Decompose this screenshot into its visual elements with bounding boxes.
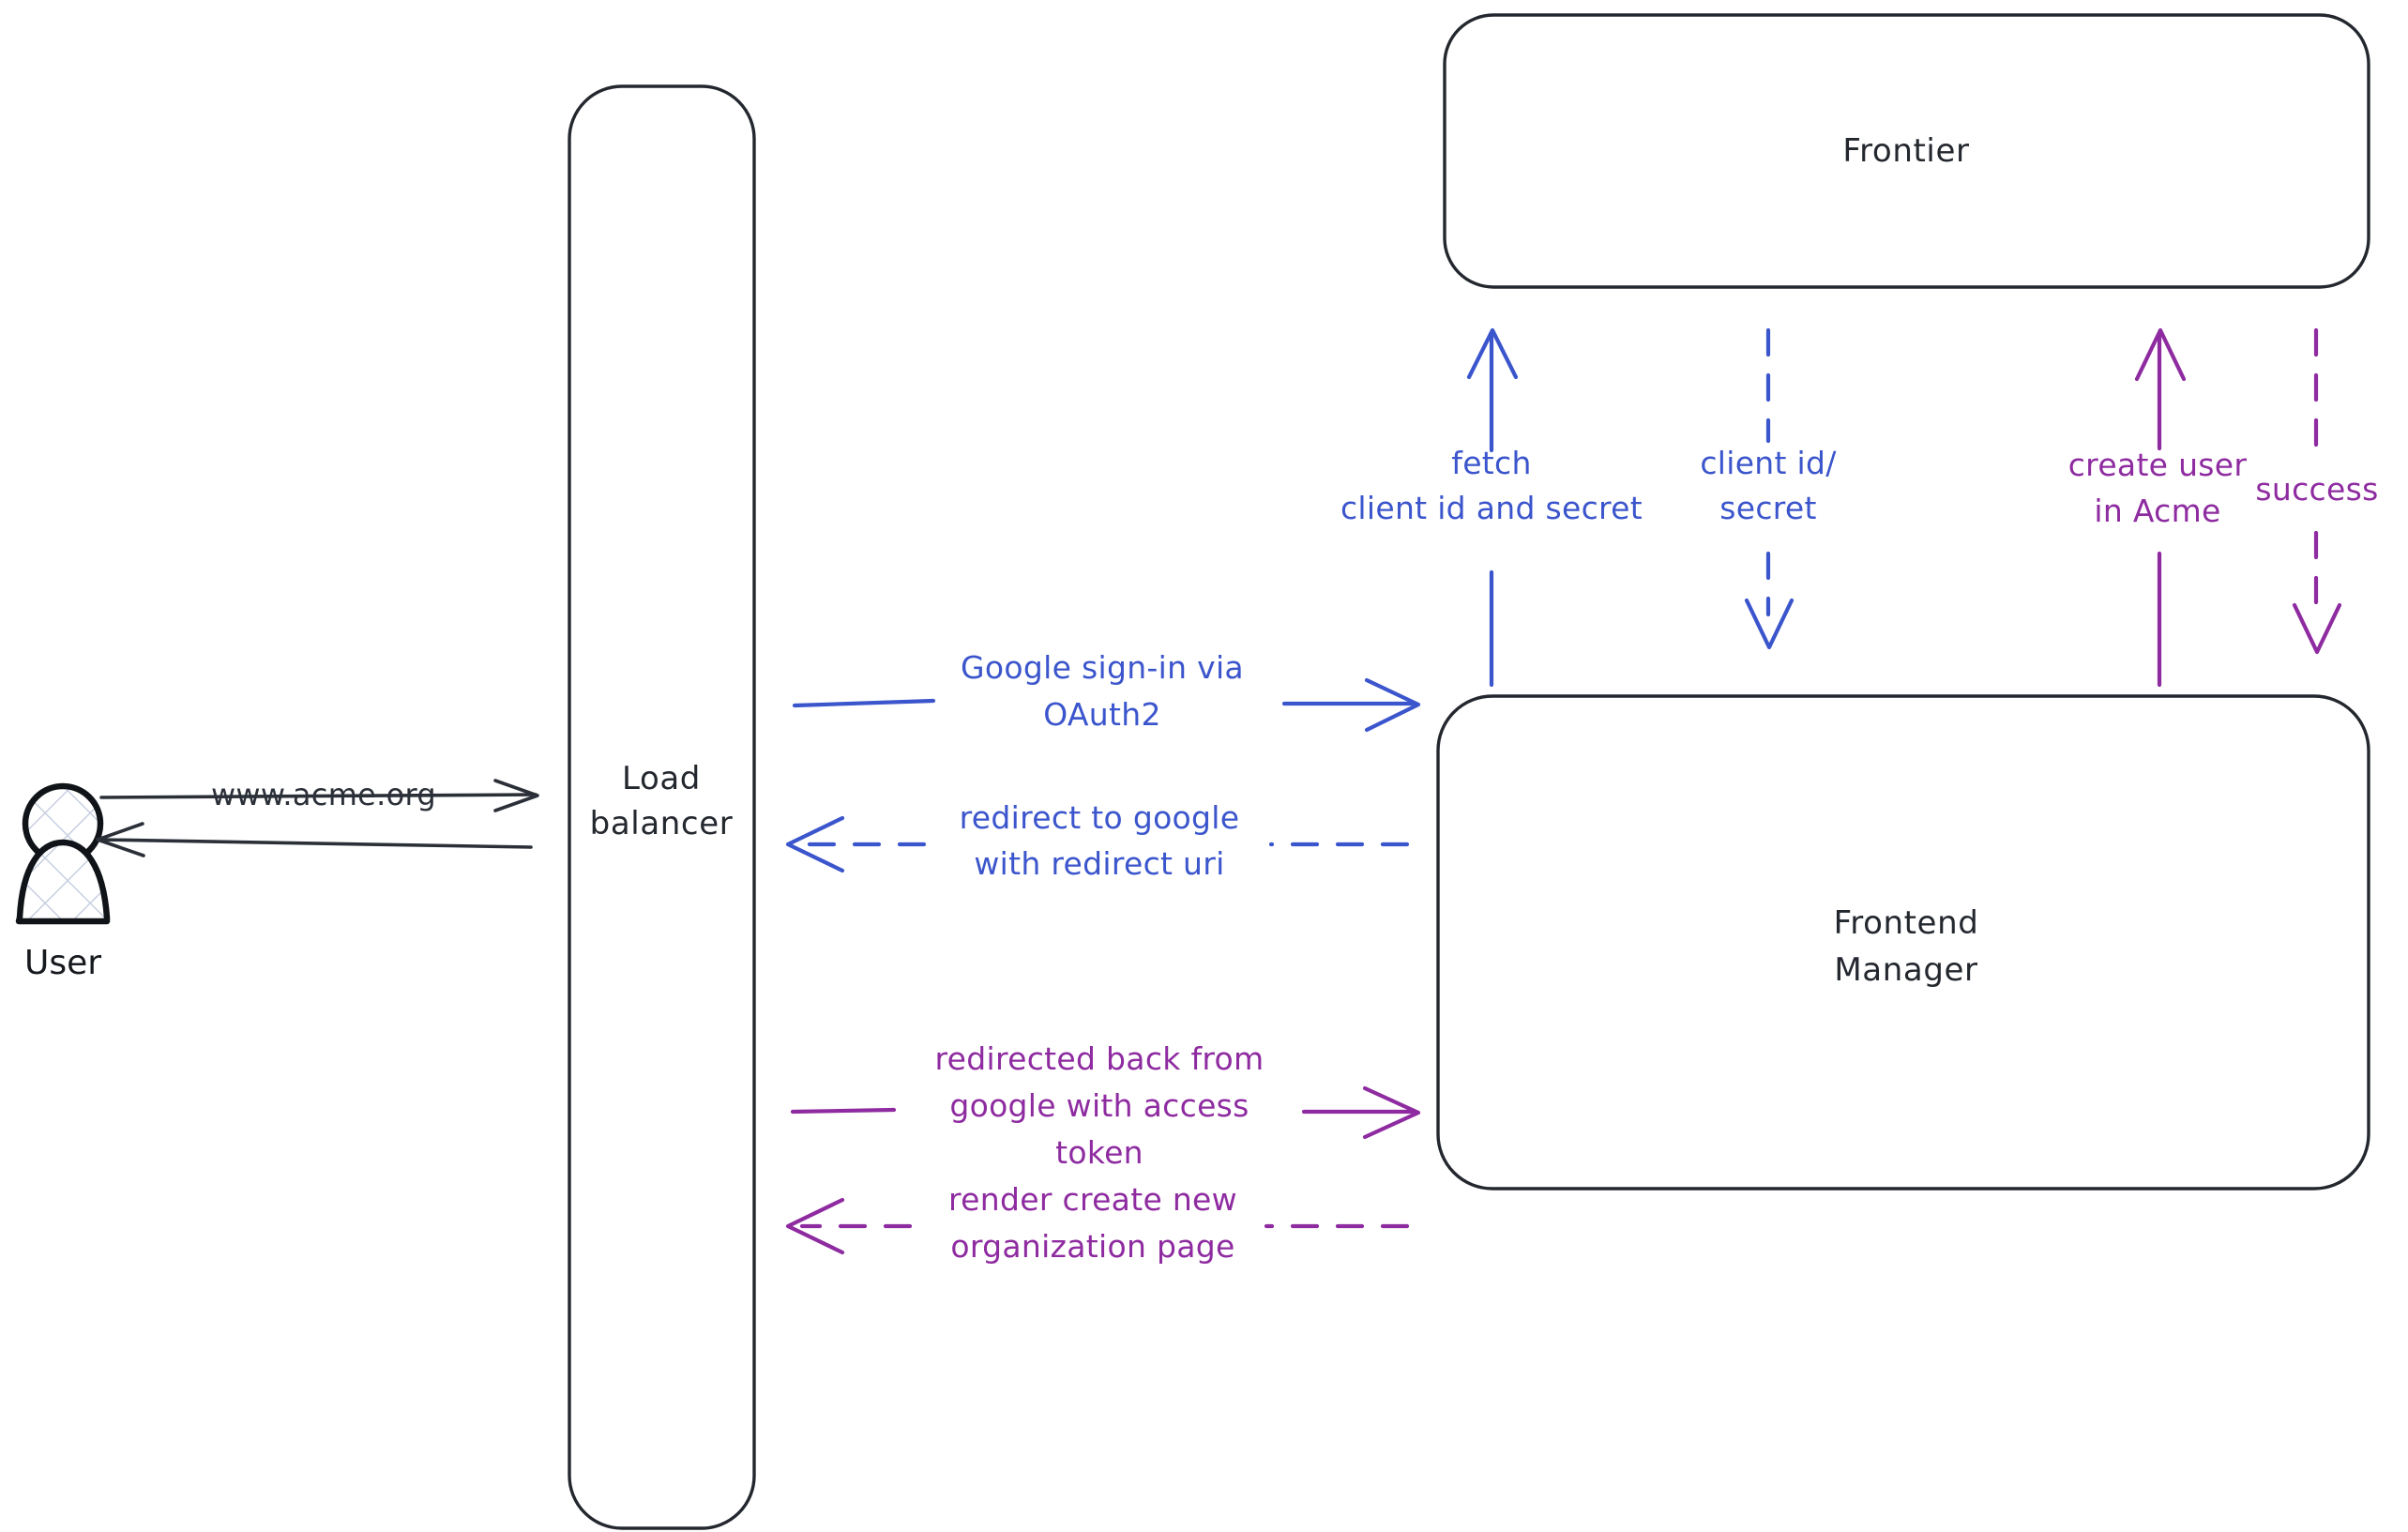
edge-success-arrowhead [2292, 602, 2342, 655]
edge-token-label-line1: redirected back from [935, 1040, 1265, 1077]
edge-fm-to-frontier-fetch: fetch client id and secret [1340, 327, 1643, 688]
edge-create-arrowhead [2134, 327, 2187, 382]
edge-fm-to-frontier-create: create user in Acme [2068, 327, 2248, 688]
edge-user-to-lb: www.acme.org [99, 777, 539, 812]
edge-signin-arrowhead [1364, 677, 1421, 733]
edge-token-line-left [790, 1107, 897, 1115]
edge-lb-to-user-arrowhead [96, 822, 145, 857]
user-body-icon [15, 839, 111, 925]
edge-user-to-lb-arrowhead [493, 779, 539, 812]
edge-create-label-line2: in Acme [2094, 493, 2220, 529]
load-balancer-label-line1: Load [622, 760, 701, 797]
edge-signin-line-left [792, 698, 936, 708]
edge-render-arrowhead [785, 1197, 845, 1255]
edge-creds-label-line2: secret [1719, 490, 1817, 526]
node-frontier[interactable]: Frontier [1443, 13, 2370, 289]
edge-user-to-lb-line [99, 793, 538, 799]
frontend-manager-label-line1: Frontend [1834, 904, 1979, 942]
edge-token-label-line2: google with access [949, 1087, 1249, 1124]
edge-lb-to-fm-token: redirected back from google with access … [790, 1040, 1421, 1171]
load-balancer-label-line2: balancer [590, 805, 734, 842]
edge-signin-label-line1: Google sign-in via [961, 649, 1244, 686]
edge-fm-to-lb-redirect: redirect to google with redirect uri [785, 799, 1410, 882]
edge-fm-to-lb-render: render create new organization page [785, 1181, 1410, 1265]
edge-user-to-lb-label: www.acme.org [211, 777, 436, 812]
frontier-label: Frontier [1842, 132, 1969, 170]
edge-creds-arrowhead [1744, 598, 1795, 650]
edge-success-label: success [2255, 471, 2378, 508]
edge-redirect-label-line1: redirect to google [960, 799, 1240, 836]
edge-fetch-arrowhead [1466, 327, 1519, 380]
frontend-manager-box [1436, 694, 2370, 1191]
edge-token-label-line3: token [1055, 1134, 1143, 1171]
edge-create-label-line1: create user [2068, 447, 2248, 483]
edge-lb-to-user-line [98, 838, 533, 849]
actor-user-label: User [24, 944, 101, 982]
edge-frontier-to-fm-success: success [2255, 327, 2378, 655]
edge-redirect-label-line2: with redirect uri [974, 845, 1224, 882]
edge-render-label-line2: organization page [950, 1228, 1234, 1265]
edge-fetch-label-line1: fetch [1451, 445, 1531, 481]
load-balancer-box [568, 84, 756, 1530]
actor-user[interactable]: User [15, 782, 111, 982]
node-frontend-manager[interactable]: Frontend Manager [1436, 694, 2370, 1191]
edge-redirect-arrowhead [785, 815, 845, 873]
edge-creds-label-line1: client id/ [1700, 445, 1837, 481]
edge-frontier-to-fm-creds: client id/ secret [1700, 327, 1837, 650]
frontend-manager-label-line2: Manager [1834, 951, 1977, 989]
edge-fetch-label-line2: client id and secret [1340, 490, 1643, 526]
frontier-box [1443, 13, 2370, 289]
node-load-balancer[interactable]: Load balancer [568, 84, 756, 1530]
edge-lb-to-user [96, 822, 533, 857]
edge-lb-to-fm-signin: Google sign-in via OAuth2 [792, 649, 1421, 733]
edge-render-label-line1: render create new [948, 1181, 1237, 1218]
edge-signin-label-line2: OAuth2 [1043, 696, 1161, 733]
edge-token-arrowhead [1362, 1085, 1421, 1140]
